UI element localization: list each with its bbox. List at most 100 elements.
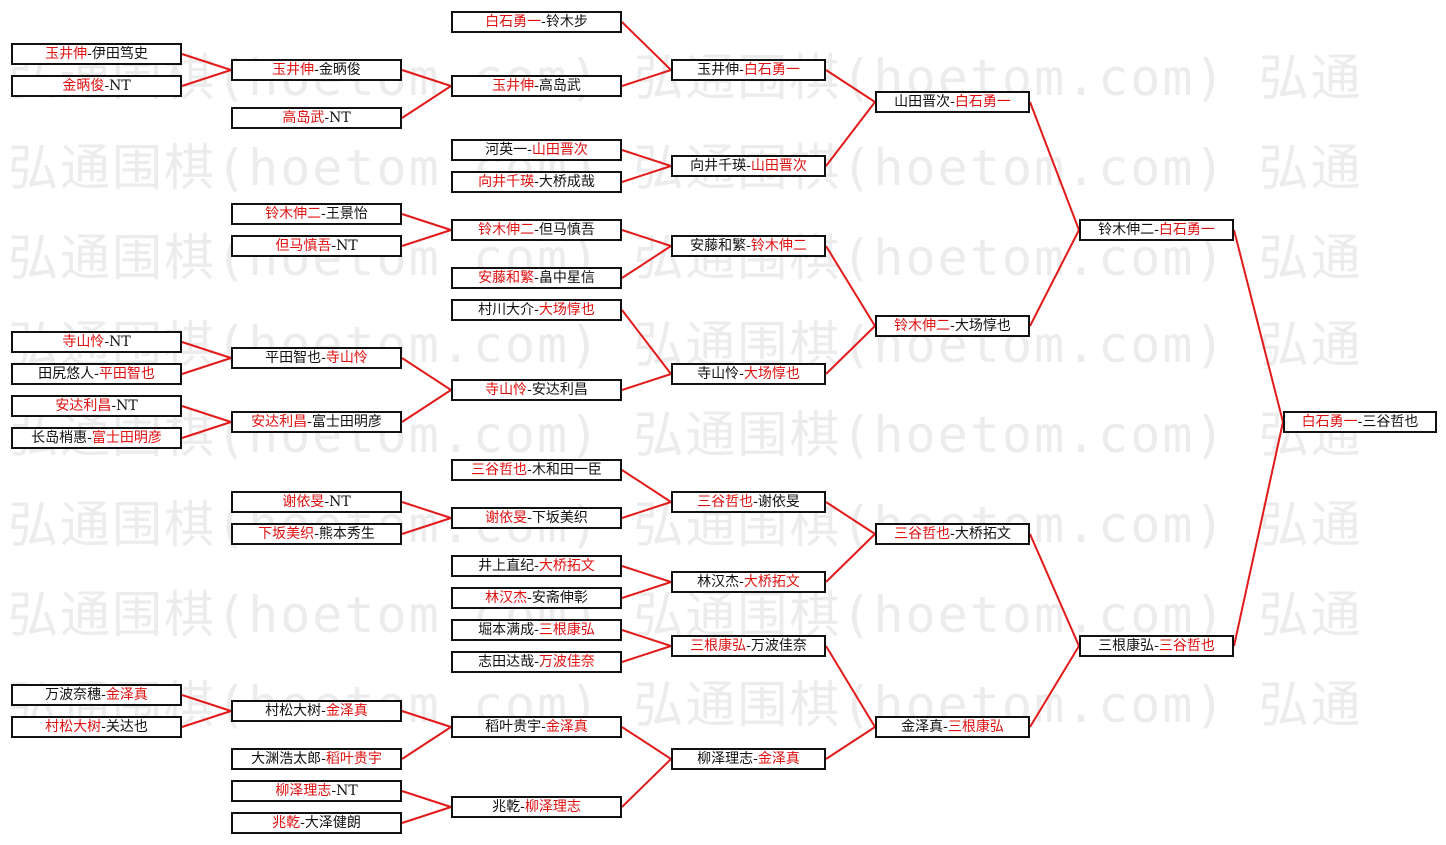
player-name: 玉井伸 (492, 78, 535, 94)
separator: - (739, 574, 744, 590)
player-name: 伊田笃史 (91, 46, 148, 62)
bracket-connector (621, 469, 672, 503)
player-name: 志田达哉 (478, 654, 535, 670)
bracket-connector (181, 69, 232, 87)
separator: - (104, 78, 110, 94)
player-name: 寺山怜 (325, 350, 368, 366)
match-box: 万波奈穗-金泽真 (11, 684, 182, 706)
player-name: 向井千瑛 (690, 158, 747, 174)
separator: - (753, 494, 758, 510)
match-box: 柳泽理志-NT (231, 780, 402, 802)
match-box: 林汉杰-安斋伸彰 (451, 587, 622, 609)
player-name: NT (336, 783, 358, 799)
player-name: 寺山怜 (485, 382, 528, 398)
bracket-connector (401, 806, 452, 824)
player-name: NT (329, 494, 351, 510)
separator: - (321, 703, 326, 719)
player-name: 熊本秀生 (318, 526, 375, 542)
player-name: 兆乾 (272, 815, 301, 831)
match-box: 田尻悠人-平田智也 (11, 363, 182, 385)
separator: - (527, 590, 532, 606)
player-name: 畠中星信 (538, 270, 595, 286)
player-name: 关达也 (105, 719, 148, 735)
player-name: 三谷哲也 (697, 494, 754, 510)
separator: - (300, 815, 305, 831)
bracket-connector (621, 645, 672, 663)
bracket-connector (181, 421, 232, 439)
player-name: 村川大介 (478, 302, 535, 318)
bracket-connector (401, 229, 452, 247)
player-name: 大场惇也 (538, 302, 595, 318)
separator: - (746, 158, 751, 174)
match-box: 谢依旻-下坂美织 (451, 507, 622, 529)
match-box: 井上直纪-大桥拓文 (451, 555, 622, 577)
bracket-connector (825, 69, 876, 103)
player-name: 谢依旻 (757, 494, 800, 510)
player-name: 玉井伸 (45, 46, 88, 62)
player-name: 田尻悠人 (38, 366, 95, 382)
separator: - (534, 222, 539, 238)
player-name: 安达利昌 (531, 382, 588, 398)
bracket-connector (621, 758, 672, 808)
player-name: 柳泽理志 (697, 751, 754, 767)
match-box: 平田智也-寺山怜 (231, 347, 402, 369)
match-box: 稻叶贵宇-金泽真 (451, 716, 622, 738)
match-box: 三谷哲也-木和田一臣 (451, 459, 622, 481)
player-name: 大桥拓文 (954, 526, 1011, 542)
player-name: NT (109, 78, 131, 94)
bracket-connector (181, 710, 232, 728)
player-name: 谢依旻 (485, 510, 528, 526)
separator: - (87, 46, 92, 62)
match-box: 安达利昌-NT (11, 395, 182, 417)
player-name: 大场惇也 (743, 366, 800, 382)
separator: - (739, 366, 744, 382)
player-name: 林汉杰 (485, 590, 528, 606)
separator: - (527, 462, 532, 478)
player-name: 白石勇一 (1158, 222, 1215, 238)
bracket-connector (621, 245, 672, 279)
separator: - (527, 142, 532, 158)
player-name: 谢依旻 (282, 494, 325, 510)
separator: - (1357, 414, 1363, 430)
bracket-connector (181, 53, 232, 71)
player-name: 金泽真 (901, 719, 944, 735)
player-name: 万波佳奈 (538, 654, 595, 670)
separator: - (753, 751, 758, 767)
separator: - (534, 78, 539, 94)
separator: - (101, 687, 106, 703)
bracket-connector (401, 85, 452, 119)
bracket-connector (621, 726, 672, 760)
bracket-connector (621, 581, 672, 599)
separator: - (307, 414, 312, 430)
bracket-connector (401, 790, 452, 808)
player-name: 山田晋次 (531, 142, 588, 158)
match-box: 铃木伸二-王景怡 (231, 203, 402, 225)
bracket-connector (401, 517, 452, 535)
player-name: 铃木伸二 (478, 222, 535, 238)
match-box: 但马慎吾-NT (231, 235, 402, 257)
match-box: 村松大树-关达也 (11, 716, 182, 738)
player-name: NT (329, 110, 351, 126)
player-name: 下坂美织 (531, 510, 588, 526)
player-name: 稻叶贵宇 (325, 751, 382, 767)
player-name: 山田晋次 (894, 94, 951, 110)
player-name: 三根康弘 (947, 719, 1004, 735)
separator: - (527, 382, 532, 398)
match-box: 铃木伸二-大场惇也 (875, 315, 1030, 337)
match-box: 向井千瑛-山田晋次 (671, 155, 826, 177)
separator: - (1154, 222, 1159, 238)
match-box: 大渊浩太郎-稻叶贵宇 (231, 748, 402, 770)
bracket-connector (1029, 645, 1080, 728)
bracket-connector (621, 149, 672, 167)
player-name: 金泽真 (757, 751, 800, 767)
player-name: 王景怡 (325, 206, 368, 222)
player-name: 白石勇一 (485, 14, 542, 30)
player-name: 山田晋次 (750, 158, 807, 174)
player-name: 向井千瑛 (478, 174, 535, 190)
match-box: 玉井伸-金昞俊 (231, 59, 402, 81)
player-name: 金泽真 (545, 719, 588, 735)
match-box: 高岛武-NT (231, 107, 402, 129)
player-name: 三谷哲也 (471, 462, 528, 478)
bracket-connector (621, 309, 672, 375)
player-name: 大场惇也 (954, 318, 1011, 334)
